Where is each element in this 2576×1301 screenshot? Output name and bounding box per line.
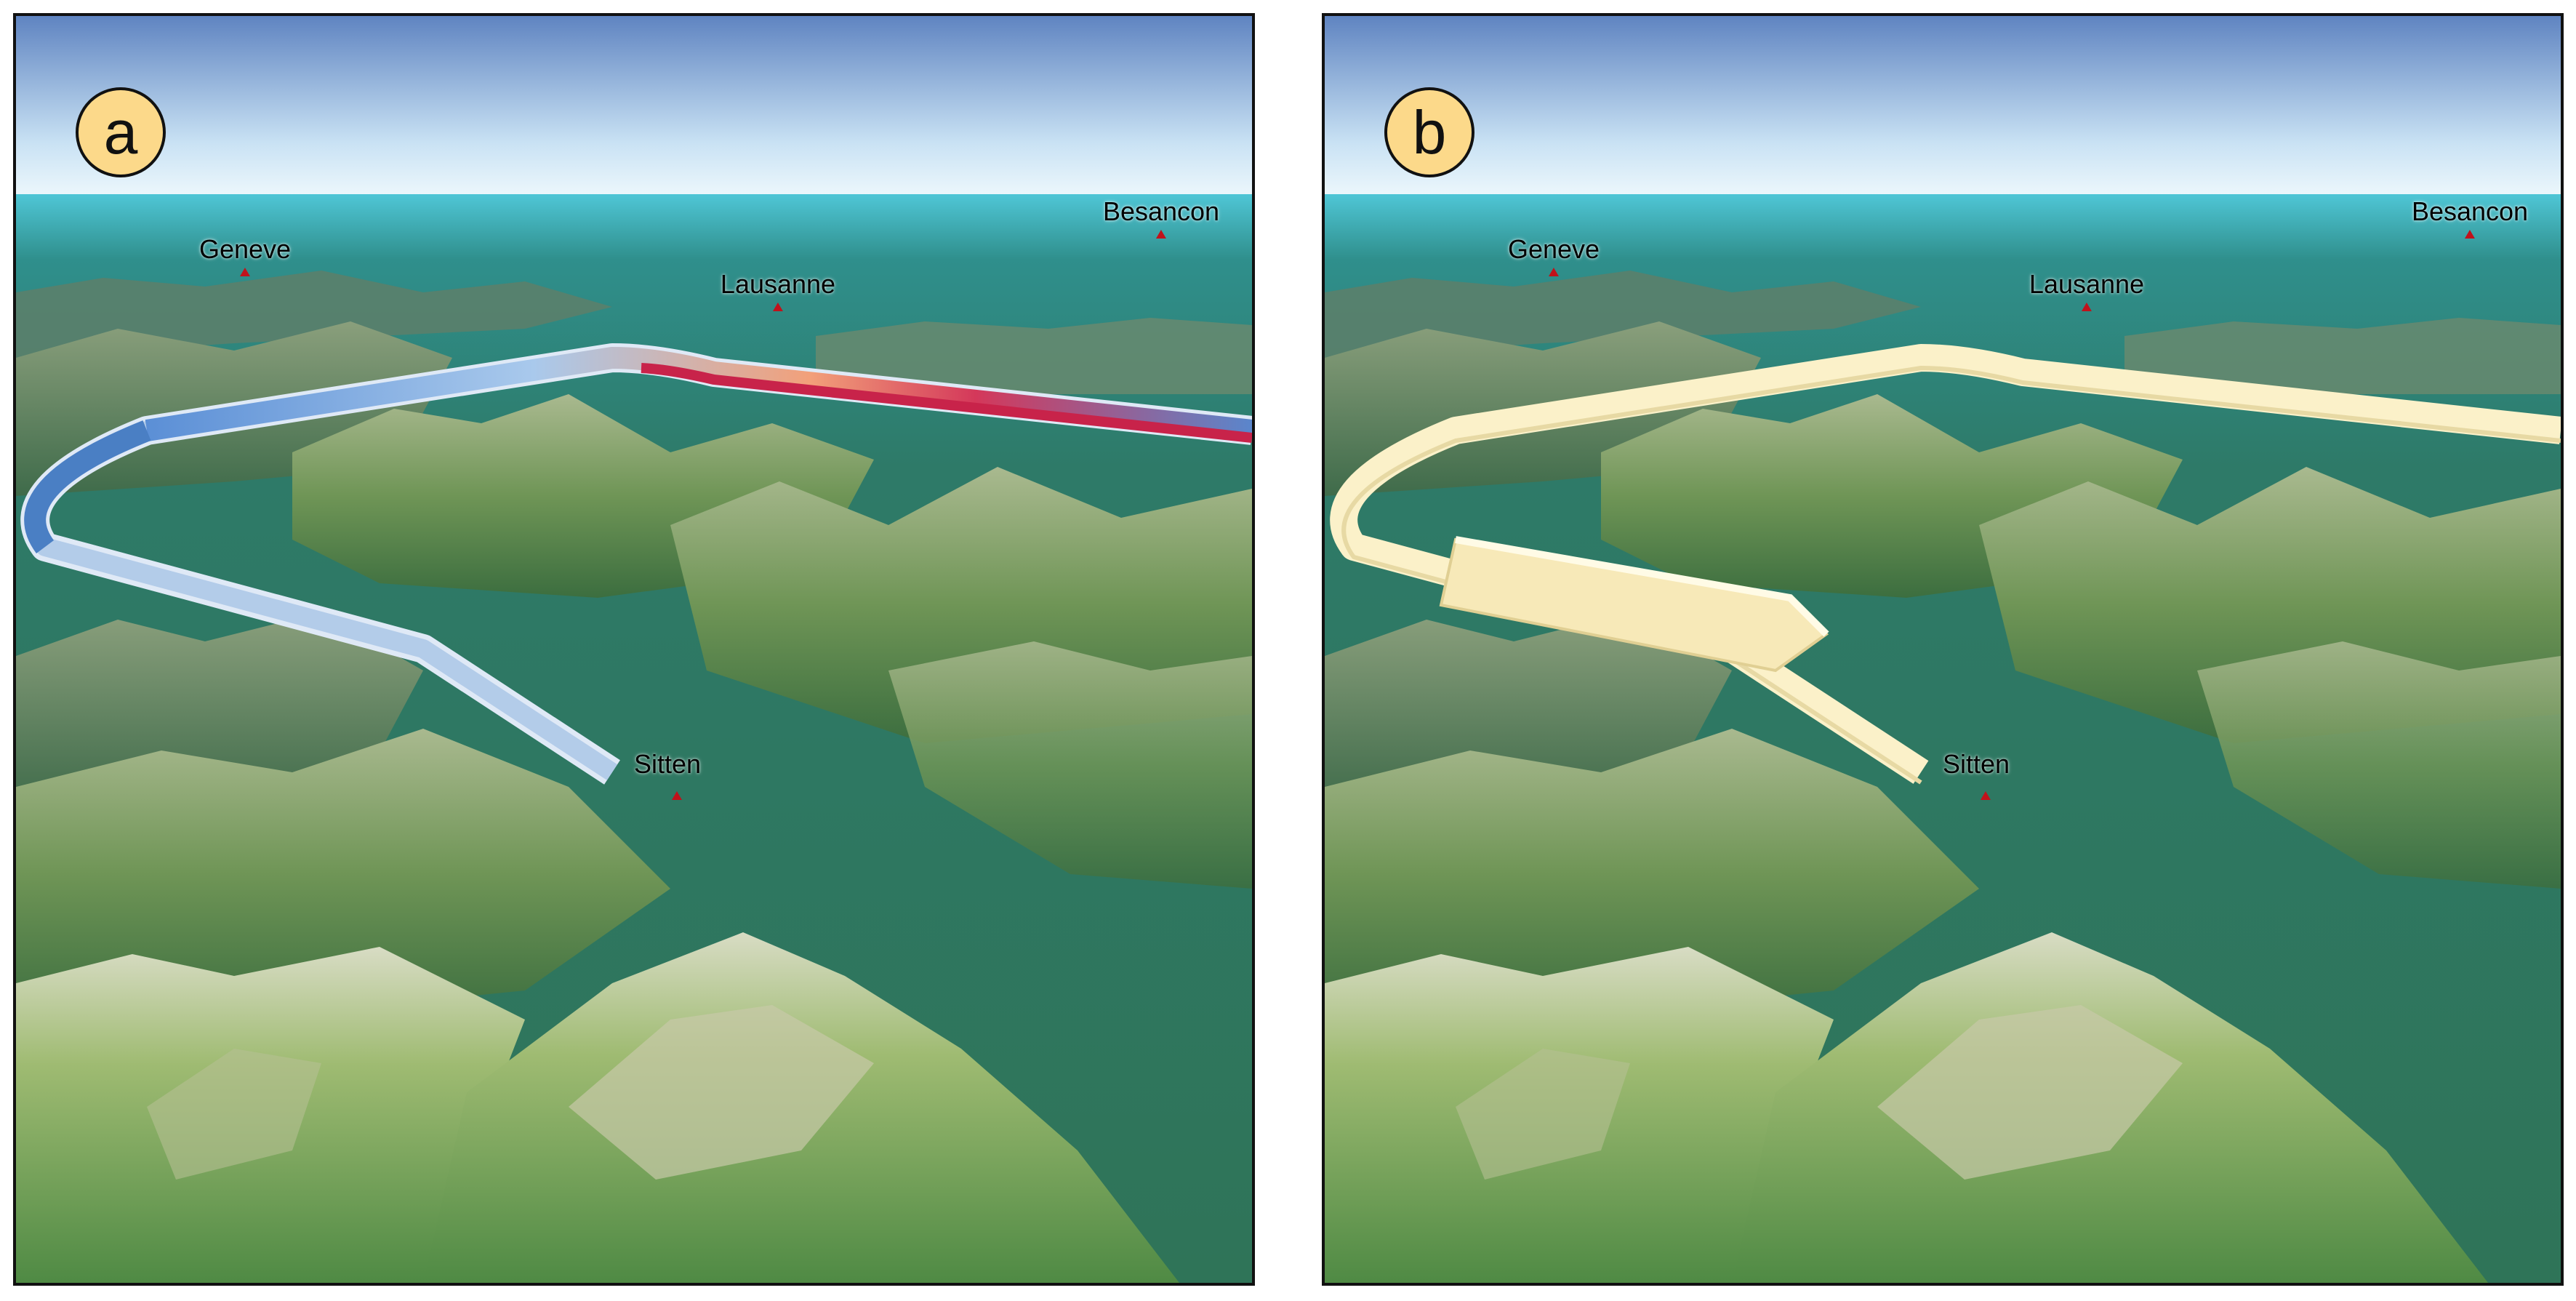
city-pin-icon [1980, 791, 1991, 800]
city-pin-icon [671, 791, 682, 800]
city-pin-icon [2465, 230, 2475, 239]
city-name: Besancon [2411, 196, 2529, 226]
city-label-lausanne: Lausanne [721, 269, 835, 311]
panel-b: b Geneve Lausanne Besancon Sitten [1322, 13, 2564, 1286]
panel-label-badge: a [76, 87, 166, 177]
city-name: Sitten [633, 749, 702, 779]
city-name: Geneve [1507, 234, 1600, 264]
city-label-geneve: Geneve [199, 234, 291, 276]
city-label-sitten: Sitten [633, 749, 702, 800]
city-label-sitten: Sitten [1942, 749, 2010, 800]
city-pin-icon [2082, 303, 2092, 311]
panel-label-badge: b [1384, 87, 1474, 177]
city-name: Lausanne [2029, 269, 2145, 299]
city-name: Geneve [198, 234, 292, 264]
city-label-lausanne: Lausanne [2029, 269, 2144, 311]
city-name: Sitten [1942, 749, 2010, 779]
city-name: Lausanne [720, 269, 836, 299]
terrain-scene [16, 16, 1252, 1283]
city-label-besancon: Besancon [1103, 196, 1219, 239]
city-pin-icon [1156, 230, 1166, 239]
city-pin-icon [1549, 268, 1559, 276]
city-pin-icon [240, 268, 250, 276]
city-name: Besancon [1102, 196, 1220, 226]
city-pin-icon [773, 303, 783, 311]
city-label-geneve: Geneve [1508, 234, 1600, 276]
panel-a: a Geneve Lausanne Besancon Sitten [13, 13, 1255, 1286]
city-label-besancon: Besancon [2412, 196, 2528, 239]
terrain-scene [1325, 16, 2561, 1283]
